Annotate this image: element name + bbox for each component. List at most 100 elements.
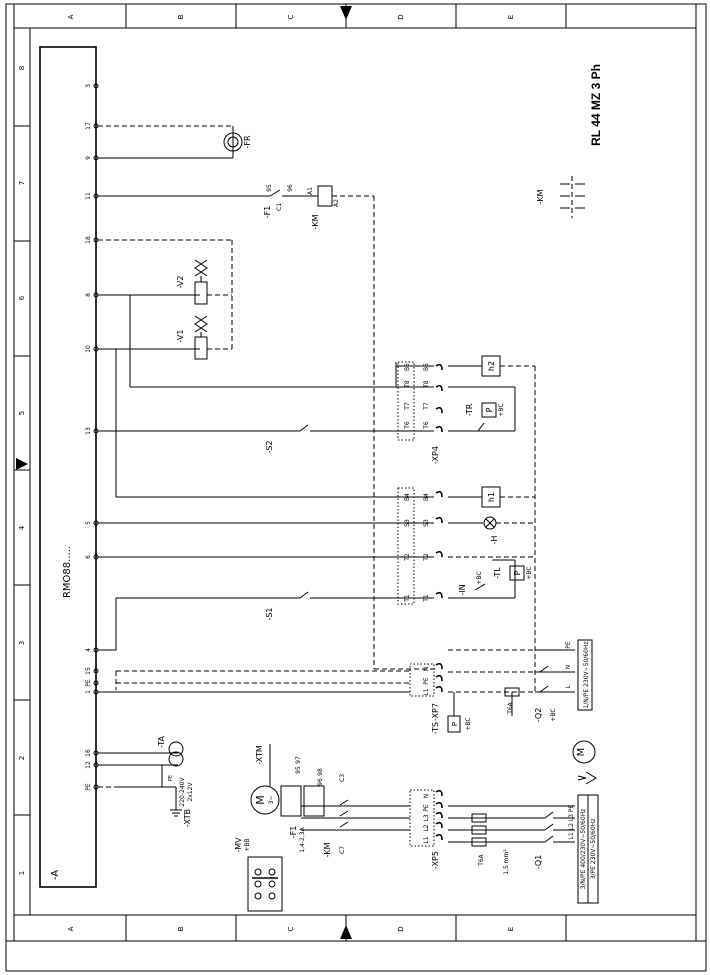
svg-text:-XP4: -XP4 — [431, 446, 440, 464]
svg-text:T6A: T6A — [478, 853, 485, 866]
svg-text:-XP5: -XP5 — [431, 851, 440, 869]
svg-text:B4: B4 — [404, 493, 411, 501]
zone-label-top: B — [177, 14, 185, 19]
svg-text:T6: T6 — [404, 421, 411, 430]
svg-text:96: 96 — [287, 184, 294, 192]
svg-text:C3: C3 — [339, 774, 346, 782]
motor-terminal-icon — [247, 856, 283, 912]
svg-text:-TA: -TA — [157, 736, 166, 748]
svg-text:L1 L2 L3 PE: L1 L2 L3 PE — [568, 804, 575, 839]
svg-text:P: P — [485, 407, 494, 412]
zone-number: 2 — [18, 756, 26, 760]
zone-label-bottom: B — [177, 926, 185, 931]
svg-text:C7: C7 — [339, 846, 346, 854]
svg-text:-XTB: -XTB — [183, 809, 192, 827]
svg-text:1,4-2,3A: 1,4-2,3A — [299, 826, 306, 852]
zone-number: 1 — [18, 871, 26, 875]
zone-label-bottom: A — [67, 926, 75, 931]
km-coil-circuit: -F1 C1 95 96 -KM A1 A2 — [98, 184, 435, 670]
svg-text:-Q2: -Q2 — [534, 708, 543, 723]
svg-text:96: 96 — [317, 778, 324, 786]
svg-text:N: N — [423, 667, 430, 672]
svg-text:C1: C1 — [276, 203, 283, 211]
zone-number: 5 — [18, 411, 26, 415]
svg-text:4: 4 — [85, 648, 92, 652]
svg-text:10: 10 — [85, 345, 92, 353]
svg-text:97: 97 — [295, 756, 302, 764]
diagram-title: RL 44 MZ 3 Ph — [589, 64, 603, 146]
flame-sensor-fr: -FR — [98, 125, 252, 159]
svg-text:-F1: -F1 — [263, 206, 272, 219]
svg-text:1/N/PE 230V~50/60Hz: 1/N/PE 230V~50/60Hz — [583, 641, 590, 708]
zone-label-bottom: D — [397, 926, 405, 931]
svg-text:3~: 3~ — [268, 796, 275, 805]
svg-text:B5: B5 — [423, 363, 430, 371]
svg-text:17: 17 — [85, 122, 92, 130]
svg-text:A2: A2 — [333, 199, 340, 207]
svg-text:2x12V: 2x12V — [187, 782, 194, 802]
km-coil — [317, 185, 333, 207]
thermostat-tl-in: P -TL +BC -IN +BC — [448, 556, 535, 599]
svg-text:8: 8 — [85, 293, 92, 297]
svg-text:12: 12 — [85, 761, 92, 769]
svg-text:N: N — [423, 794, 430, 799]
safety-thermostat-ts: P -TS +BC — [431, 692, 472, 734]
svg-text:B4: B4 — [423, 493, 430, 501]
svg-text:-S2: -S2 — [265, 440, 274, 453]
lamp-h: -H — [448, 516, 535, 545]
zone-label-bottom: C — [287, 926, 295, 931]
svg-text:-MV: -MV — [234, 837, 243, 853]
outer-frame — [5, 3, 707, 972]
svg-text:220-240V: 220-240V — [179, 777, 186, 807]
connector-xp4: B5 T8 T7 T6 B5 T8 T7 T6 -XP4 — [397, 361, 443, 464]
controller-box — [39, 46, 97, 888]
svg-text:+BC: +BC — [498, 403, 505, 416]
svg-text:L1: L1 — [423, 836, 430, 843]
controller-name: RMO88..... — [62, 546, 73, 598]
center-arrow-bottom — [340, 925, 352, 939]
svg-text:95: 95 — [295, 766, 302, 774]
svg-text:3/PE 230V~50/60Hz: 3/PE 230V~50/60Hz — [590, 819, 597, 880]
svg-text:-KM: -KM — [311, 214, 320, 229]
svg-text:P: P — [513, 570, 522, 575]
svg-text:h2: h2 — [487, 361, 496, 371]
svg-text:-TR: -TR — [465, 403, 474, 416]
svg-text:PE: PE — [423, 804, 430, 812]
transformer-ta: -TA PE 220-240V 2x12V -XTB — [98, 736, 194, 827]
overload-f1: -F1 1,4-2,3A 97 95 98 96 C3 — [289, 756, 346, 853]
zone-label-top: A — [67, 14, 75, 19]
v1-valve-icon — [194, 315, 208, 333]
svg-text:6: 6 — [85, 555, 92, 559]
v2-valve-icon — [194, 259, 208, 277]
svg-text:5: 5 — [85, 521, 92, 525]
svg-text:T6A: T6A — [507, 701, 514, 714]
svg-text:PE: PE — [168, 775, 174, 781]
controller-ref: -A — [50, 870, 61, 880]
svg-text:98: 98 — [317, 768, 324, 776]
thermostat-tr: P -TR +BC — [448, 386, 516, 432]
svg-text:15: 15 — [85, 667, 92, 675]
svg-text:-H: -H — [490, 536, 499, 545]
ground-icon — [170, 809, 182, 817]
xp7-power-wires: PE N L T6A — [98, 366, 575, 716]
zone-label-top: C — [287, 14, 295, 19]
svg-text:T8: T8 — [404, 380, 411, 389]
svg-text:13: 13 — [85, 427, 92, 435]
svg-text:M: M — [254, 795, 267, 805]
svg-text:-S1: -S1 — [265, 607, 274, 620]
v2-coil — [194, 281, 208, 305]
zone-number: 6 — [18, 295, 26, 300]
valves: -V2 -V1 — [98, 239, 233, 360]
zone-number: 4 — [18, 525, 26, 530]
svg-text:95: 95 — [266, 184, 273, 192]
svg-text:PE: PE — [423, 677, 430, 685]
svg-text:-IN: -IN — [458, 584, 467, 595]
svg-text:-KM: -KM — [323, 842, 332, 857]
svg-text:-F1: -F1 — [289, 826, 298, 839]
svg-text:L2: L2 — [423, 824, 430, 831]
zone-label-bottom: E — [507, 927, 515, 931]
connector-xp5: N PE L3 L2 L1 -XP5 — [409, 789, 443, 869]
xp7-signal-wires: -S1 — [98, 522, 434, 651]
svg-text:N: N — [565, 665, 572, 670]
zone-label-top: E — [507, 15, 515, 19]
